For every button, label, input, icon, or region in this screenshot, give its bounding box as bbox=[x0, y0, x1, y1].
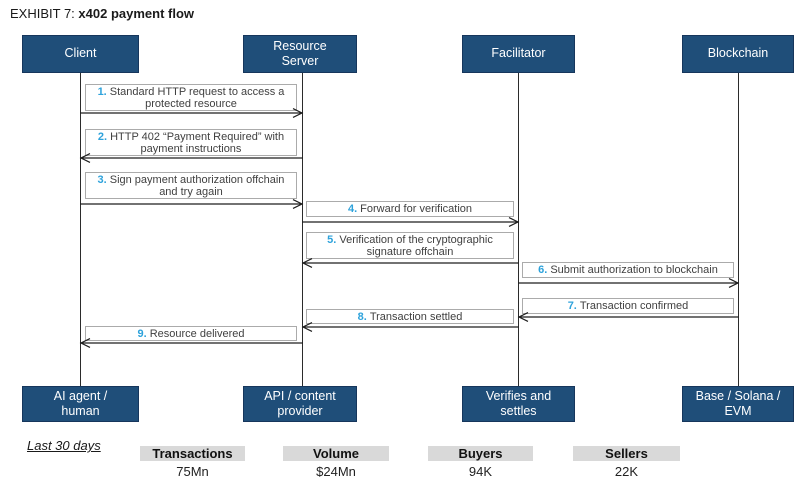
stat-buyers: Buyers 94K bbox=[428, 446, 533, 479]
actor-bottom-blockchain: Base / Solana / EVM bbox=[682, 386, 794, 422]
message-5-number: 5. bbox=[327, 234, 337, 246]
message-6-number: 6. bbox=[538, 264, 548, 276]
actor-bottom-facilitator: Verifies and settles bbox=[462, 386, 575, 422]
exhibit-title-prefix: EXHIBIT 7: bbox=[10, 6, 75, 21]
message-1-number: 1. bbox=[97, 86, 107, 98]
message-9-text: Resource delivered bbox=[149, 328, 245, 340]
lifeline-client bbox=[80, 73, 81, 386]
actor-label-line: Base / Solana / bbox=[695, 388, 781, 403]
exhibit-title: EXHIBIT 7: x402 payment flow bbox=[10, 6, 194, 21]
actor-label-line: Facilitator bbox=[491, 46, 546, 61]
message-5-arrow-left bbox=[301, 258, 519, 268]
lifeline-facilitator bbox=[518, 73, 519, 386]
actor-label-line: Blockchain bbox=[707, 46, 769, 61]
actor-top-resource-server: Resource Server bbox=[243, 35, 357, 73]
exhibit-title-main: x402 payment flow bbox=[78, 6, 195, 21]
message-7-arrow-left bbox=[517, 312, 739, 322]
message-8-number: 8. bbox=[357, 311, 367, 323]
message-7-text: Transaction confirmed bbox=[579, 300, 689, 312]
message-2-label: 2.HTTP 402 “Payment Required” with payme… bbox=[85, 129, 297, 156]
actor-top-client: Client bbox=[22, 35, 139, 73]
actor-label-line: human bbox=[61, 404, 100, 418]
stat-buyers-value: 94K bbox=[468, 464, 493, 479]
stats-period-label: Last 30 days bbox=[27, 438, 101, 453]
message-9-number: 9. bbox=[137, 328, 147, 340]
actor-bottom-resource-server: API / content provider bbox=[243, 386, 357, 422]
message-4-text: Forward for verification bbox=[360, 203, 473, 215]
message-3-label: 3.Sign payment authorization offchain an… bbox=[85, 172, 297, 199]
actor-label-line: Verifies and bbox=[485, 388, 552, 403]
message-2-number: 2. bbox=[97, 131, 108, 143]
message-8-arrow-left bbox=[301, 322, 519, 332]
stat-volume-label: Volume bbox=[283, 446, 389, 461]
message-3-arrow-right bbox=[80, 199, 304, 209]
stat-transactions-label: Transactions bbox=[140, 446, 245, 461]
message-8-text: Transaction settled bbox=[369, 311, 463, 323]
message-7-number: 7. bbox=[567, 300, 577, 312]
actor-top-blockchain: Blockchain bbox=[682, 35, 794, 73]
lifeline-blockchain bbox=[738, 73, 739, 386]
message-7-label: 7.Transaction confirmed bbox=[522, 298, 734, 314]
message-3-text: Sign payment authorization offchain and … bbox=[109, 174, 285, 199]
actor-label-line: EVM bbox=[724, 404, 752, 418]
actor-top-facilitator: Facilitator bbox=[462, 35, 575, 73]
stat-volume: Volume $24Mn bbox=[283, 446, 389, 479]
message-2-text: HTTP 402 “Payment Required” with payment… bbox=[110, 131, 285, 156]
actor-label-line: Server bbox=[281, 54, 319, 68]
stat-transactions-value: 75Mn bbox=[176, 464, 209, 479]
lifeline-resource-server bbox=[302, 73, 303, 386]
stat-buyers-label: Buyers bbox=[428, 446, 533, 461]
message-4-label: 4.Forward for verification bbox=[306, 201, 514, 217]
message-9-arrow-left bbox=[79, 338, 303, 348]
message-3-number: 3. bbox=[97, 174, 107, 186]
stat-sellers-label: Sellers bbox=[573, 446, 680, 461]
message-1-label: 1.Standard HTTP request to access a prot… bbox=[85, 84, 297, 111]
message-4-arrow-right bbox=[302, 217, 520, 227]
actor-label-line: API / content bbox=[264, 388, 336, 403]
stat-transactions: Transactions 75Mn bbox=[140, 446, 245, 479]
message-1-text: Standard HTTP request to access a protec… bbox=[109, 86, 285, 111]
actor-label-line: AI agent / bbox=[53, 388, 108, 403]
actor-label-line: settles bbox=[500, 404, 537, 418]
message-5-label: 5.Verification of the cryptographic sign… bbox=[306, 232, 514, 259]
message-6-text: Submit authorization to blockchain bbox=[550, 264, 718, 276]
message-6-arrow-right bbox=[518, 278, 740, 288]
actor-label-line: Resource bbox=[273, 38, 327, 53]
stat-sellers: Sellers 22K bbox=[573, 446, 680, 479]
actor-label-line: provider bbox=[277, 404, 323, 418]
message-2-arrow-left bbox=[79, 153, 303, 163]
actor-bottom-client: AI agent / human bbox=[22, 386, 139, 422]
message-9-label: 9.Resource delivered bbox=[85, 326, 297, 341]
message-8-label: 8.Transaction settled bbox=[306, 309, 514, 324]
message-1-arrow-right bbox=[80, 108, 304, 118]
actor-label-line: Client bbox=[64, 46, 97, 61]
message-4-number: 4. bbox=[347, 203, 358, 215]
stat-sellers-value: 22K bbox=[614, 464, 639, 479]
message-6-label: 6.Submit authorization to blockchain bbox=[522, 262, 734, 278]
stat-volume-value: $24Mn bbox=[316, 464, 356, 479]
message-5-text: Verification of the cryptographic signat… bbox=[339, 234, 493, 259]
